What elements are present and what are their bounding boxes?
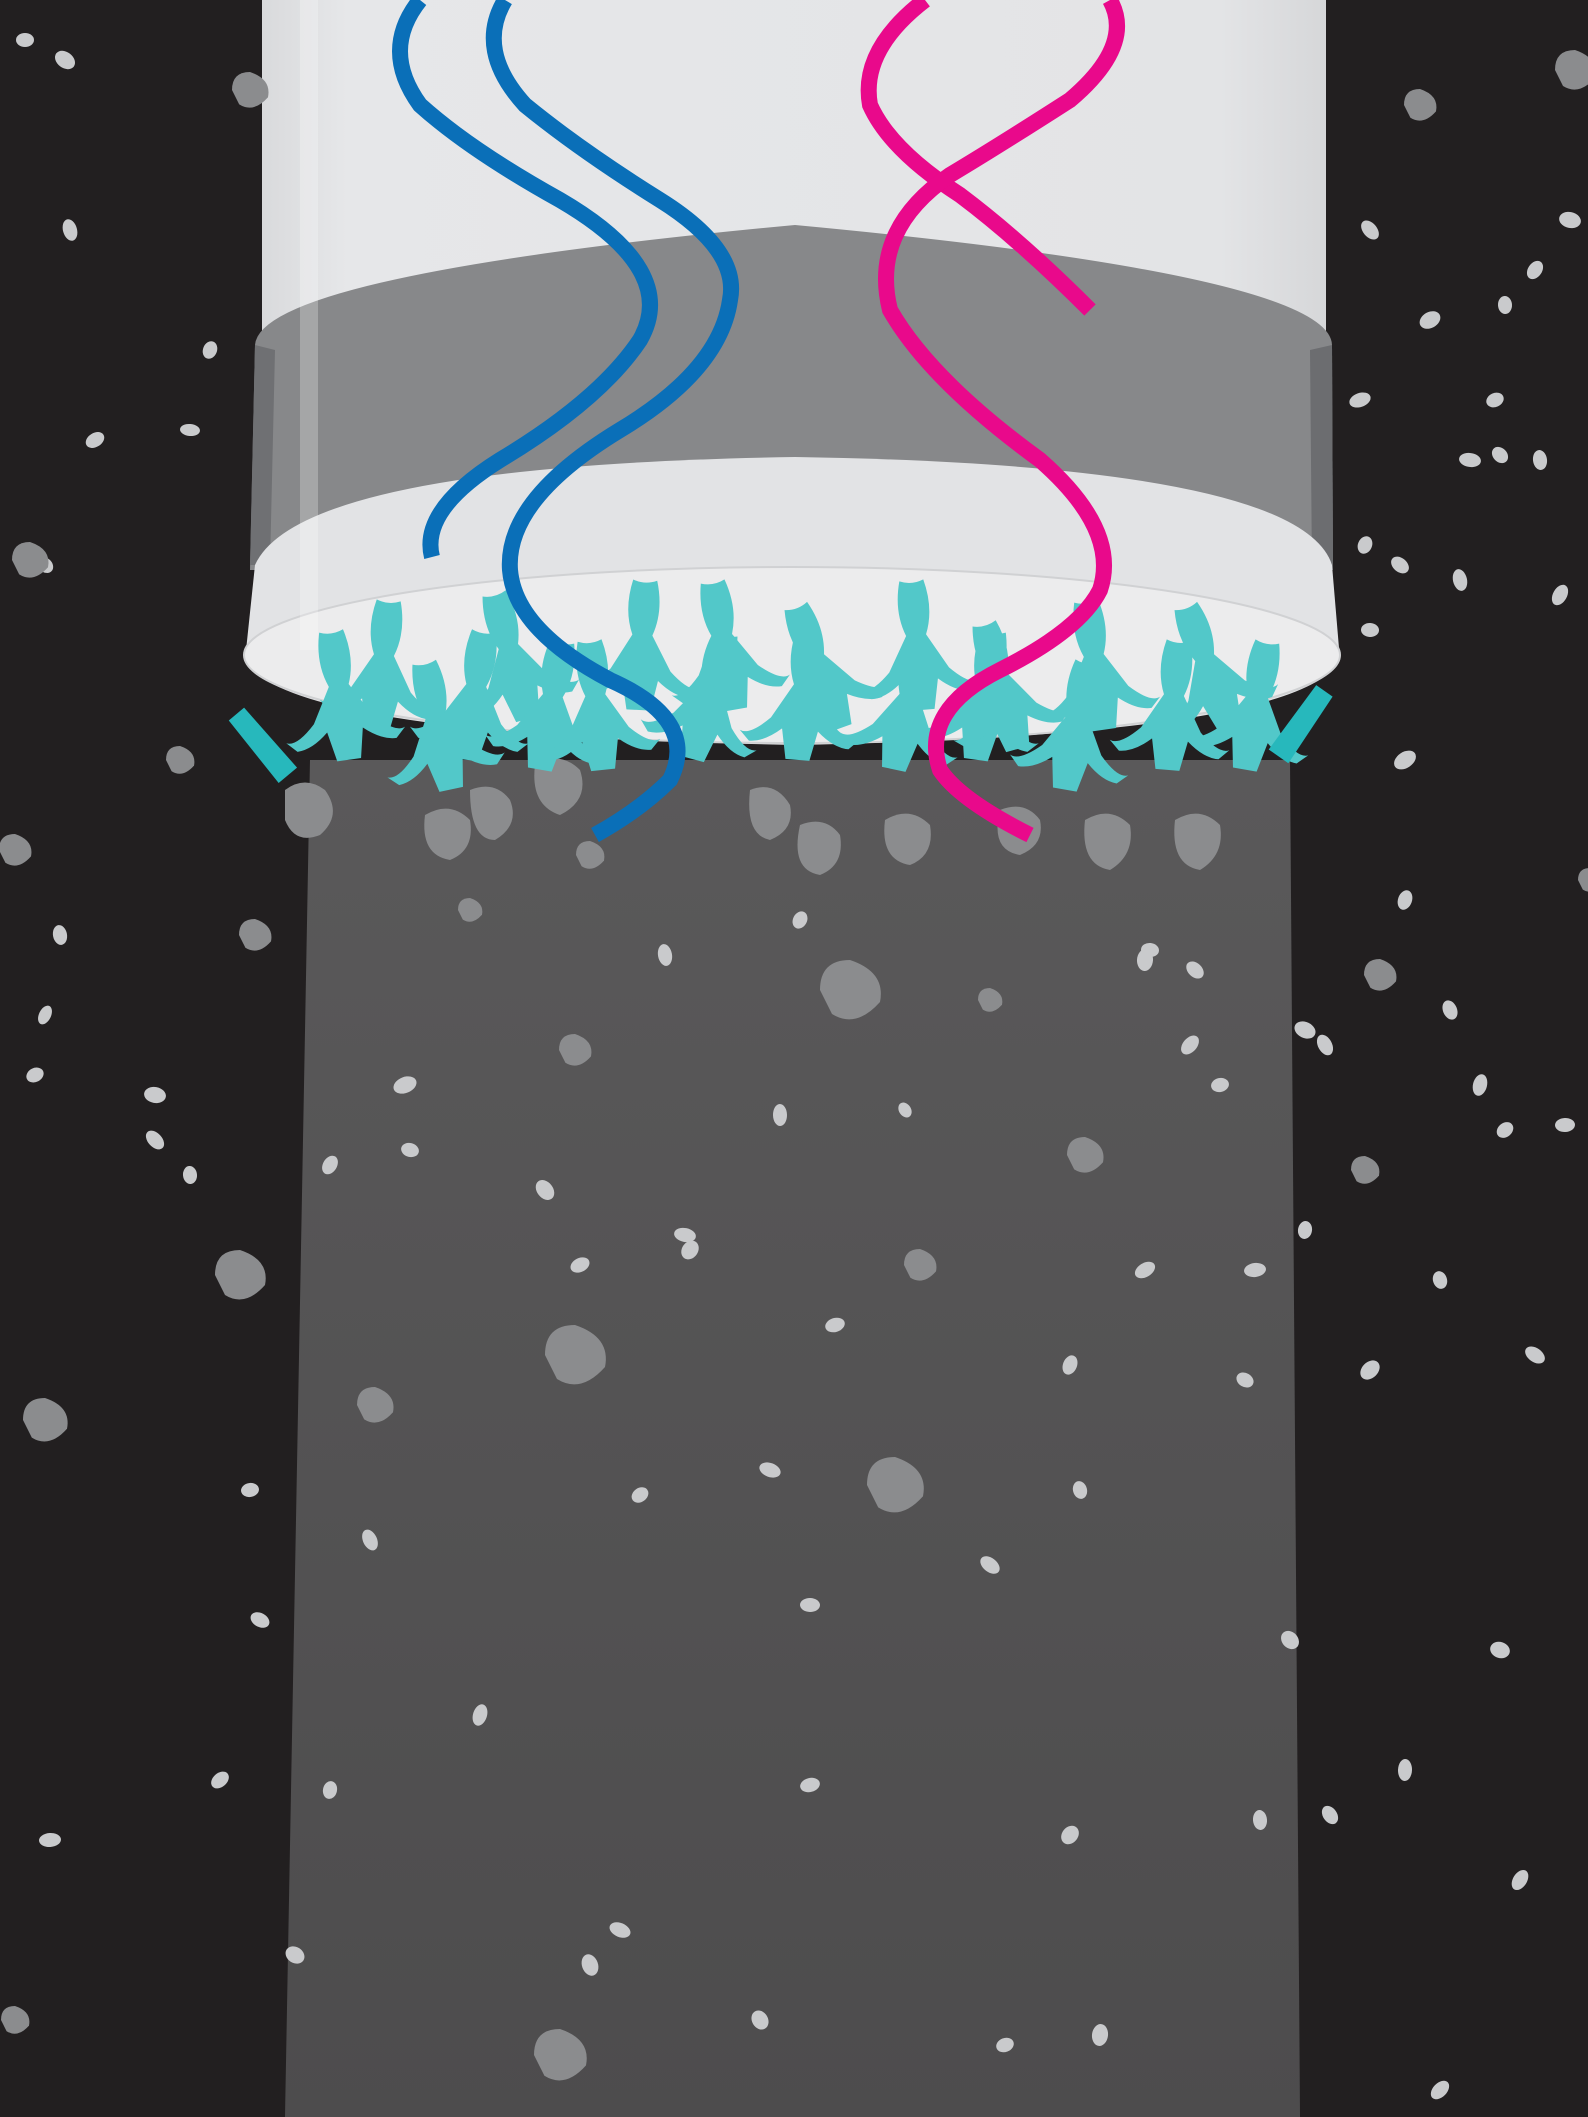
particle-blob-icon <box>16 33 34 47</box>
